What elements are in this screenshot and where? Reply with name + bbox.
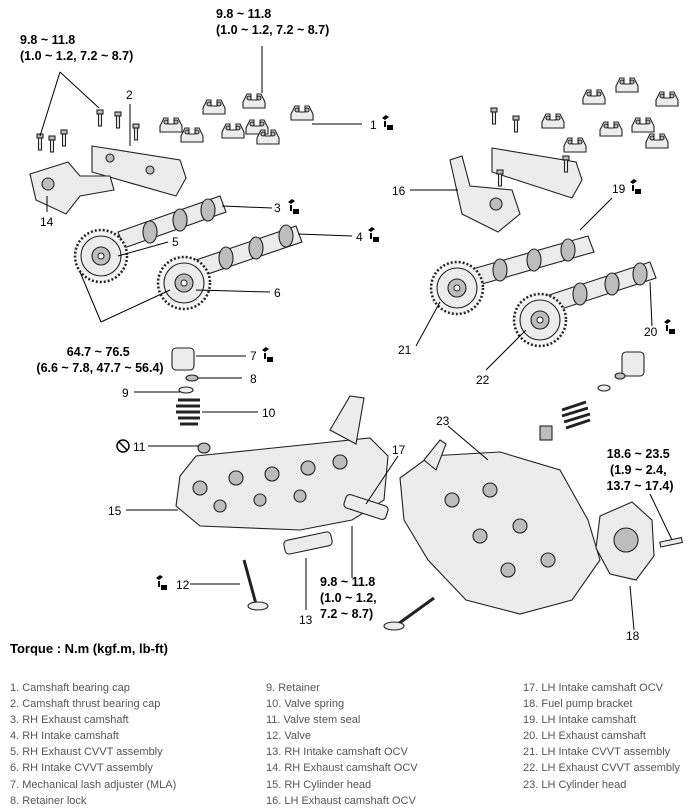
legend-item: 16. LH Exhaust camshaft OCV	[266, 794, 416, 807]
rh-exhaust-camshaft	[117, 195, 227, 249]
callout-18: 18	[626, 629, 640, 640]
valve-train-parts	[171, 347, 645, 454]
callout-numbers: 1 2 3 4 5 6 7 8 9 10 11 12 13 14 15 16 1…	[40, 88, 658, 640]
callout-11: 11	[133, 440, 146, 454]
oil-can-icon	[261, 346, 274, 363]
callout-10: 10	[262, 406, 276, 420]
leader-lines	[39, 46, 673, 631]
callout-13: 13	[299, 613, 313, 627]
callout-23: 23	[436, 414, 450, 428]
rh-cylinder-head	[175, 395, 389, 531]
legend-item: 7. Mechanical lash adjuster (MLA)	[10, 778, 177, 791]
lh-cylinder-head	[399, 439, 601, 615]
legend-item: 2. Camshaft thrust bearing cap	[10, 698, 161, 711]
lh-valve	[383, 596, 435, 631]
torque-label-cvvt: 64.7 ~ 76.5 (6.6 ~ 7.8, 47.7 ~ 56.4)	[36, 345, 163, 375]
torque-label-bolts-left: 9.8 ~ 11.8 (1.0 ~ 1.2, 7.2 ~ 8.7)	[20, 33, 133, 63]
legend-item: 5. RH Exhaust CVVT assembly	[10, 746, 163, 759]
rh-intake-camshaft	[195, 224, 303, 277]
callout-22: 22	[476, 373, 490, 387]
legend-column-3: 17. LH Intake camshaft OCV 18. Fuel pump…	[523, 680, 680, 793]
exploded-view-diagram: 9.8 ~ 11.8 (1.0 ~ 1.2, 7.2 ~ 8.7) 9.8 ~ …	[20, 7, 684, 640]
replace-prohibited-icon	[116, 439, 130, 453]
legend-item: 15. RH Cylinder head	[266, 778, 372, 791]
callout-9: 9	[122, 386, 129, 400]
legend-item: 1. Camshaft bearing cap	[10, 682, 130, 694]
legend-item: 3. RH Exhaust camshaft	[10, 714, 129, 727]
callout-3: 3	[274, 201, 281, 215]
rh-exhaust-ocv-bracket	[29, 129, 115, 215]
rh-intake-cvvt-gear	[156, 255, 212, 311]
legend-item: 11. Valve stem seal	[266, 714, 361, 727]
oil-can-icon	[629, 178, 642, 195]
callout-4: 4	[356, 230, 363, 244]
legend-item: 18. Fuel pump bracket	[523, 698, 633, 711]
callout-8: 8	[250, 372, 257, 386]
lh-exhaust-cvvt-gear	[512, 292, 568, 348]
legend-column-2: 9. Retainer 10. Valve spring 11. Valve s…	[266, 680, 418, 809]
legend-item: 6. RH Intake CVVT assembly	[10, 762, 153, 775]
torque-label-ocv: 9.8 ~ 11.8 (1.0 ~ 1.2, 7.2 ~ 8.7)	[320, 575, 380, 621]
callout-19: 19	[612, 182, 626, 196]
legend-item: 4. RH Intake camshaft	[10, 730, 119, 743]
callout-12: 12	[176, 578, 190, 592]
lh-camshaft-bearing-caps	[541, 77, 679, 153]
callout-5: 5	[172, 235, 179, 249]
callout-7: 7	[250, 349, 257, 363]
rh-thrust-bearing-cap	[91, 109, 187, 197]
lh-exhaust-ocv-bracket	[449, 155, 521, 233]
legend-item: 20. LH Exhaust camshaft	[523, 730, 646, 743]
torque-unit-title: Torque : N.m (kgf.m, lb-ft)	[10, 641, 168, 656]
callout-1: 1	[370, 118, 377, 132]
legend-item: 17. LH Intake camshaft OCV	[523, 682, 664, 694]
lh-exhaust-camshaft	[545, 261, 657, 313]
callout-2: 2	[126, 88, 133, 102]
oil-can-icon	[381, 114, 394, 131]
legend-item: 14. RH Exhaust camshaft OCV	[266, 762, 418, 775]
callout-21: 21	[398, 343, 412, 357]
callout-15: 15	[108, 504, 122, 518]
legend-item: 13. RH Intake camshaft OCV	[266, 746, 408, 759]
lh-intake-camshaft	[461, 235, 595, 289]
legend-item: 23. LH Cylinder head	[523, 778, 627, 791]
fuel-pump-bracket	[595, 501, 684, 581]
oil-can-icon	[155, 574, 168, 591]
legend-item: 12. Valve	[266, 730, 312, 743]
callout-6: 6	[274, 286, 281, 300]
rh-camshaft-bearing-caps	[159, 93, 314, 145]
callout-20: 20	[644, 325, 658, 339]
legend-column-1: 1. Camshaft bearing cap 2. Camshaft thru…	[10, 680, 176, 809]
lh-intake-cvvt-gear	[429, 260, 485, 316]
lh-thrust-bearing-cap	[490, 107, 583, 199]
rh-intake-ocv	[283, 531, 333, 555]
oil-can-icon	[367, 226, 380, 243]
legend-item: 21. LH Intake CVVT assembly	[523, 746, 671, 759]
legend-item: 9. Retainer	[266, 682, 320, 694]
callout-17: 17	[392, 443, 406, 457]
legend-item: 8. Retainer lock	[10, 794, 87, 807]
legend-item: 19. LH Intake camshaft	[523, 714, 637, 727]
legend-item: 22. LH Exhaust CVVT assembly	[523, 762, 680, 775]
legend-item: 10. Valve spring	[266, 698, 345, 711]
oil-can-icon	[287, 198, 300, 215]
callout-16: 16	[392, 184, 406, 198]
callout-14: 14	[40, 215, 54, 229]
rh-valve	[242, 559, 269, 611]
oil-can-icon	[663, 318, 676, 335]
torque-label-fuel-pump: 18.6 ~ 23.5 (1.9 ~ 2.4, 13.7 ~ 17.4)	[606, 447, 673, 493]
torque-label-bolts-top: 9.8 ~ 11.8 (1.0 ~ 1.2, 7.2 ~ 8.7)	[216, 7, 329, 37]
